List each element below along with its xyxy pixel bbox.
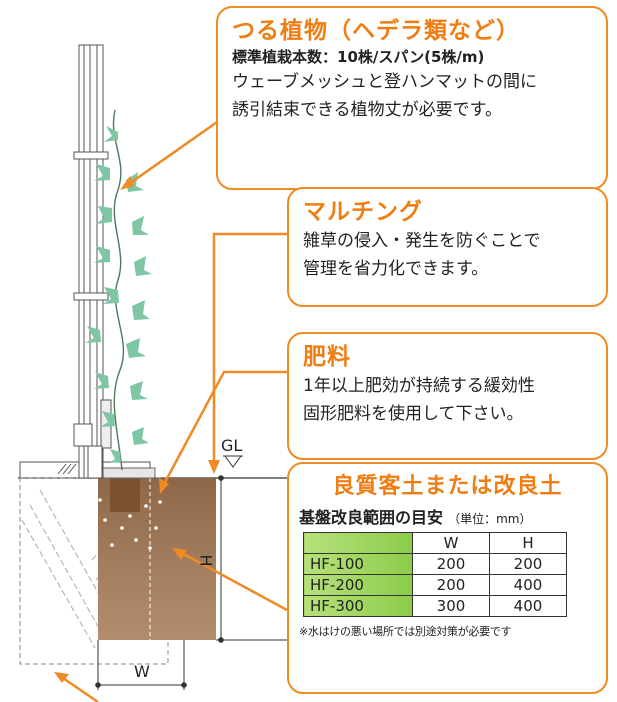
table-header-row: W H — [303, 532, 567, 554]
mulching-callout: マルチング 雑草の侵入・発生を防ぐことで 管理を省力化できます。 — [287, 187, 608, 307]
h-dimension — [216, 475, 287, 643]
table-corner — [303, 532, 413, 554]
row-h: 400 — [489, 595, 567, 617]
row-h: 400 — [489, 574, 567, 596]
soil-table-unit: （単位：mm） — [448, 512, 532, 526]
soil-callout: 良質客土または改良土 基盤改良範囲の目安 （単位：mm） W H HF-100 … — [287, 462, 608, 694]
mulching-text-1: 雑草の侵入・発生を防ぐことで — [303, 231, 541, 251]
planting-hole — [110, 478, 140, 512]
fertilizer-text-1: 1年以上肥効が持続する緩効性 — [303, 376, 535, 396]
row-w: 300 — [412, 595, 490, 617]
row-name: HF-100 — [303, 553, 413, 575]
row-w: 200 — [412, 574, 490, 596]
mulch-layer — [94, 467, 156, 479]
soil-table-heading: 基盤改良範囲の目安 （単位：mm） — [299, 504, 596, 528]
soil-spec-table: W H HF-100 200 200 HF-200 200 400 HF-300… — [303, 532, 567, 617]
fertilizer-text-2: 固形肥料を使用して下さい。 — [303, 404, 524, 424]
vine-text-1: ウェーブメッシュと登ハンマットの間に — [232, 72, 537, 92]
mulching-title: マルチング — [303, 199, 423, 225]
fertilizer-title: 肥料 — [303, 344, 351, 370]
table-row: HF-200 200 400 — [303, 574, 567, 596]
vine-subtitle: 標準植栽本数：10株/スパン(5株/m) — [232, 48, 485, 66]
fertilizer-callout: 肥料 1年以上肥効が持続する緩効性 固形肥料を使用して下さい。 — [287, 332, 608, 460]
leader-lines — [59, 118, 288, 702]
row-name: HF-200 — [303, 574, 413, 596]
mulching-text-2: 管理を省力化できます。 — [303, 259, 489, 279]
vine-text-2: 誘引結束できる植物丈が必要です。 — [232, 100, 502, 120]
fertilizer-granules — [98, 498, 162, 550]
leader-arrowheads — [54, 176, 220, 683]
drainage-note: ※水はけの悪い場所では別途対策が必要です — [299, 625, 512, 638]
h-label: H — [196, 554, 216, 567]
vine-callout: つる植物（ヘデラ類など） 標準植栽本数：10株/スパン(5株/m) ウェーブメッ… — [216, 6, 608, 190]
table-row: HF-300 300 400 — [303, 595, 567, 617]
gl-triangle — [224, 455, 242, 468]
row-h: 200 — [489, 553, 567, 575]
table-row: HF-100 200 200 — [303, 553, 567, 575]
row-w: 200 — [412, 553, 490, 575]
gl-label: GL — [221, 436, 243, 455]
w-label: W — [134, 662, 150, 681]
vine-leaves — [85, 126, 152, 463]
row-name: HF-300 — [303, 595, 413, 617]
column-header-h: H — [489, 532, 567, 554]
column-header-w: W — [412, 532, 490, 554]
w-dimension — [95, 640, 187, 690]
vine-stem — [112, 109, 125, 471]
soil-table-title: 基盤改良範囲の目安 — [299, 508, 444, 527]
soil-title: 良質客土または改良土 — [332, 474, 563, 499]
vine-title: つる植物（ヘデラ類など） — [232, 18, 520, 44]
foundation-hatch — [21, 479, 167, 649]
